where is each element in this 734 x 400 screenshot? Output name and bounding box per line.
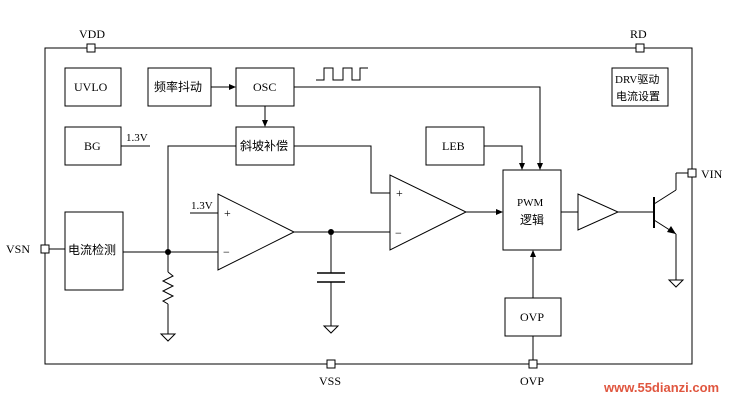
clock-waveform <box>316 67 368 81</box>
leb-block <box>425 126 485 166</box>
pin-rd-label: RD <box>630 27 647 41</box>
osc-label: OSC <box>253 80 276 94</box>
pin-rd <box>635 43 645 53</box>
comparator-to-pwm-arrow <box>496 209 503 215</box>
uvlo-label: UVLO <box>74 80 108 94</box>
pin-ovp <box>528 359 538 369</box>
drv-label-line1: DRV驱动 <box>615 73 659 86</box>
leb-label: LEB <box>442 139 465 153</box>
slope-comp-label: 斜坡补偿 <box>240 138 288 153</box>
pin-vin-label: VIN <box>701 167 723 181</box>
amp-ref-voltage: 1.3V <box>191 200 213 212</box>
pwm-comparator <box>389 174 468 251</box>
osc-to-pwm-arrow <box>537 163 543 170</box>
current-detect-label: 电流检测 <box>68 242 116 257</box>
ground-symbol-3 <box>667 279 685 288</box>
ovp-to-pwm-arrow <box>530 250 536 257</box>
freq-jitter-block <box>147 67 212 107</box>
pin-vss-label: VSS <box>319 374 341 388</box>
pin-vin <box>687 168 697 178</box>
pin-vdd-label: VDD <box>79 27 105 41</box>
pin-vsn-label: VSN <box>6 242 30 256</box>
uvlo-block <box>64 67 122 107</box>
pin-vss <box>326 359 336 369</box>
resistor-symbol <box>161 271 175 305</box>
bg-label: BG <box>84 139 101 153</box>
driver-buffer <box>577 193 620 231</box>
chip-outline <box>44 47 693 365</box>
comparator-plus-sign: + <box>396 186 403 200</box>
pwm-label-line2: 逻辑 <box>520 213 544 227</box>
pwm-logic-block <box>502 169 562 251</box>
slope-to-node-wire <box>167 145 236 252</box>
freq-jitter-label: 频率抖动 <box>154 79 202 94</box>
bg-ref-voltage: 1.3V <box>126 132 148 144</box>
bg-block <box>64 126 122 166</box>
drv-label-line2: 电流设置 <box>616 89 660 103</box>
slope-comp-block <box>235 126 295 166</box>
jitter-to-osc-arrow <box>229 84 236 90</box>
error-amplifier <box>217 193 296 271</box>
transistor-collector <box>653 189 677 205</box>
amp-minus-sign: − <box>223 245 230 259</box>
osc-to-pwm-wire <box>294 86 541 166</box>
current-detect-block <box>64 211 124 291</box>
ground-symbol-1 <box>159 333 177 342</box>
leb-to-pwm-arrow <box>519 163 525 170</box>
comparator-minus-sign: − <box>395 226 402 240</box>
osc-to-slope-arrow <box>262 120 268 127</box>
slope-to-comparator-wire <box>294 145 390 194</box>
drv-block <box>611 67 669 107</box>
ground-symbol-2 <box>322 325 340 334</box>
pin-vsn <box>40 244 50 254</box>
pin-ovp-label: OVP <box>520 374 544 388</box>
ovp-block-label: OVP <box>520 310 544 324</box>
emitter-arrow <box>667 226 676 234</box>
amp-plus-sign: + <box>224 206 231 220</box>
pwm-label-line1: PWM <box>517 197 544 209</box>
pin-vdd <box>86 43 96 53</box>
leb-to-pwm-wire <box>484 145 523 166</box>
watermark: www.55dianzi.com <box>603 380 719 395</box>
